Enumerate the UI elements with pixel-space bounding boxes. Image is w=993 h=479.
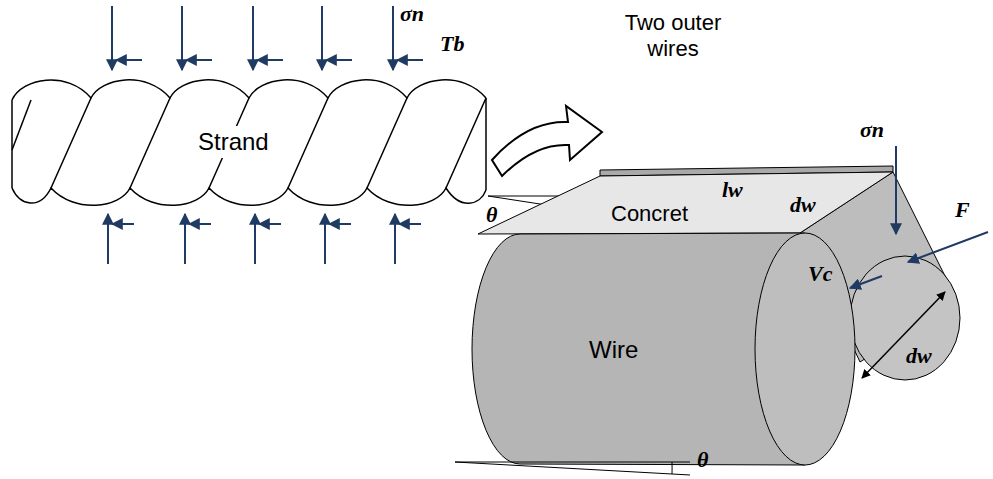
diameter-symbol: dw [790, 193, 816, 217]
bond-arrow [259, 223, 281, 225]
bond-arrow [329, 223, 351, 225]
shear-arrow [850, 276, 882, 288]
stress-symbol: σn [860, 118, 884, 142]
angle-lines [455, 462, 690, 475]
stress-symbol: σn [400, 2, 424, 26]
normal-arrow [895, 146, 897, 234]
normal-arrow [181, 6, 183, 70]
bond-arrow [112, 223, 134, 225]
strand-figure: Strand [192, 126, 275, 158]
normal-arrow [321, 6, 323, 70]
node-label: Wire [589, 336, 638, 364]
normal-arrow [392, 6, 394, 70]
normal-arrow [394, 214, 396, 264]
bond-arrow [189, 223, 211, 225]
force-arrow [908, 232, 988, 262]
bond-symbol: Tb [440, 32, 464, 56]
bond-arrow [399, 223, 421, 225]
helix-lines [12, 100, 31, 150]
zoom-label: Two outer wires [598, 10, 748, 62]
bond-arrow [257, 59, 283, 61]
bond-arrow [397, 59, 423, 61]
strand-right-end [485, 98, 487, 190]
force-symbol: F [955, 198, 970, 222]
strand-figure [12, 80, 486, 205]
strand-top-outline [12, 80, 486, 100]
normal-arrow [111, 6, 113, 70]
concrete-face [478, 172, 893, 234]
normal-arrow [254, 214, 256, 264]
reference-line [455, 462, 690, 463]
normal-arrow [184, 214, 186, 264]
wire-body: Wire [583, 334, 644, 366]
angle-symbol: θ [486, 203, 497, 227]
wire-end [850, 256, 960, 380]
helix-lines [51, 98, 486, 188]
diameter-symbol: dw [906, 344, 932, 368]
wire-end [755, 233, 855, 465]
load-arrows [850, 146, 988, 288]
reference-line [455, 462, 690, 475]
strand-left-end [11, 100, 13, 188]
node-label: Strand [198, 128, 269, 156]
length-symbol: lw [722, 178, 743, 202]
load-arrows [108, 6, 423, 264]
normal-arrow [324, 214, 326, 264]
bond-arrow [186, 59, 212, 61]
shear-symbol: Vc [808, 262, 832, 286]
bond-arrow [326, 59, 352, 61]
normal-arrow [107, 214, 109, 264]
angle-arc [672, 462, 673, 474]
strand-bottom-outline [12, 188, 486, 205]
concrete-face: Concret [605, 199, 694, 229]
diameter-line [862, 292, 945, 378]
zoom-arrow [492, 106, 602, 176]
bond-arrow [116, 59, 142, 61]
node-label: Concret [611, 201, 688, 227]
normal-arrow [252, 6, 254, 70]
angle-symbol: θ [697, 448, 708, 472]
